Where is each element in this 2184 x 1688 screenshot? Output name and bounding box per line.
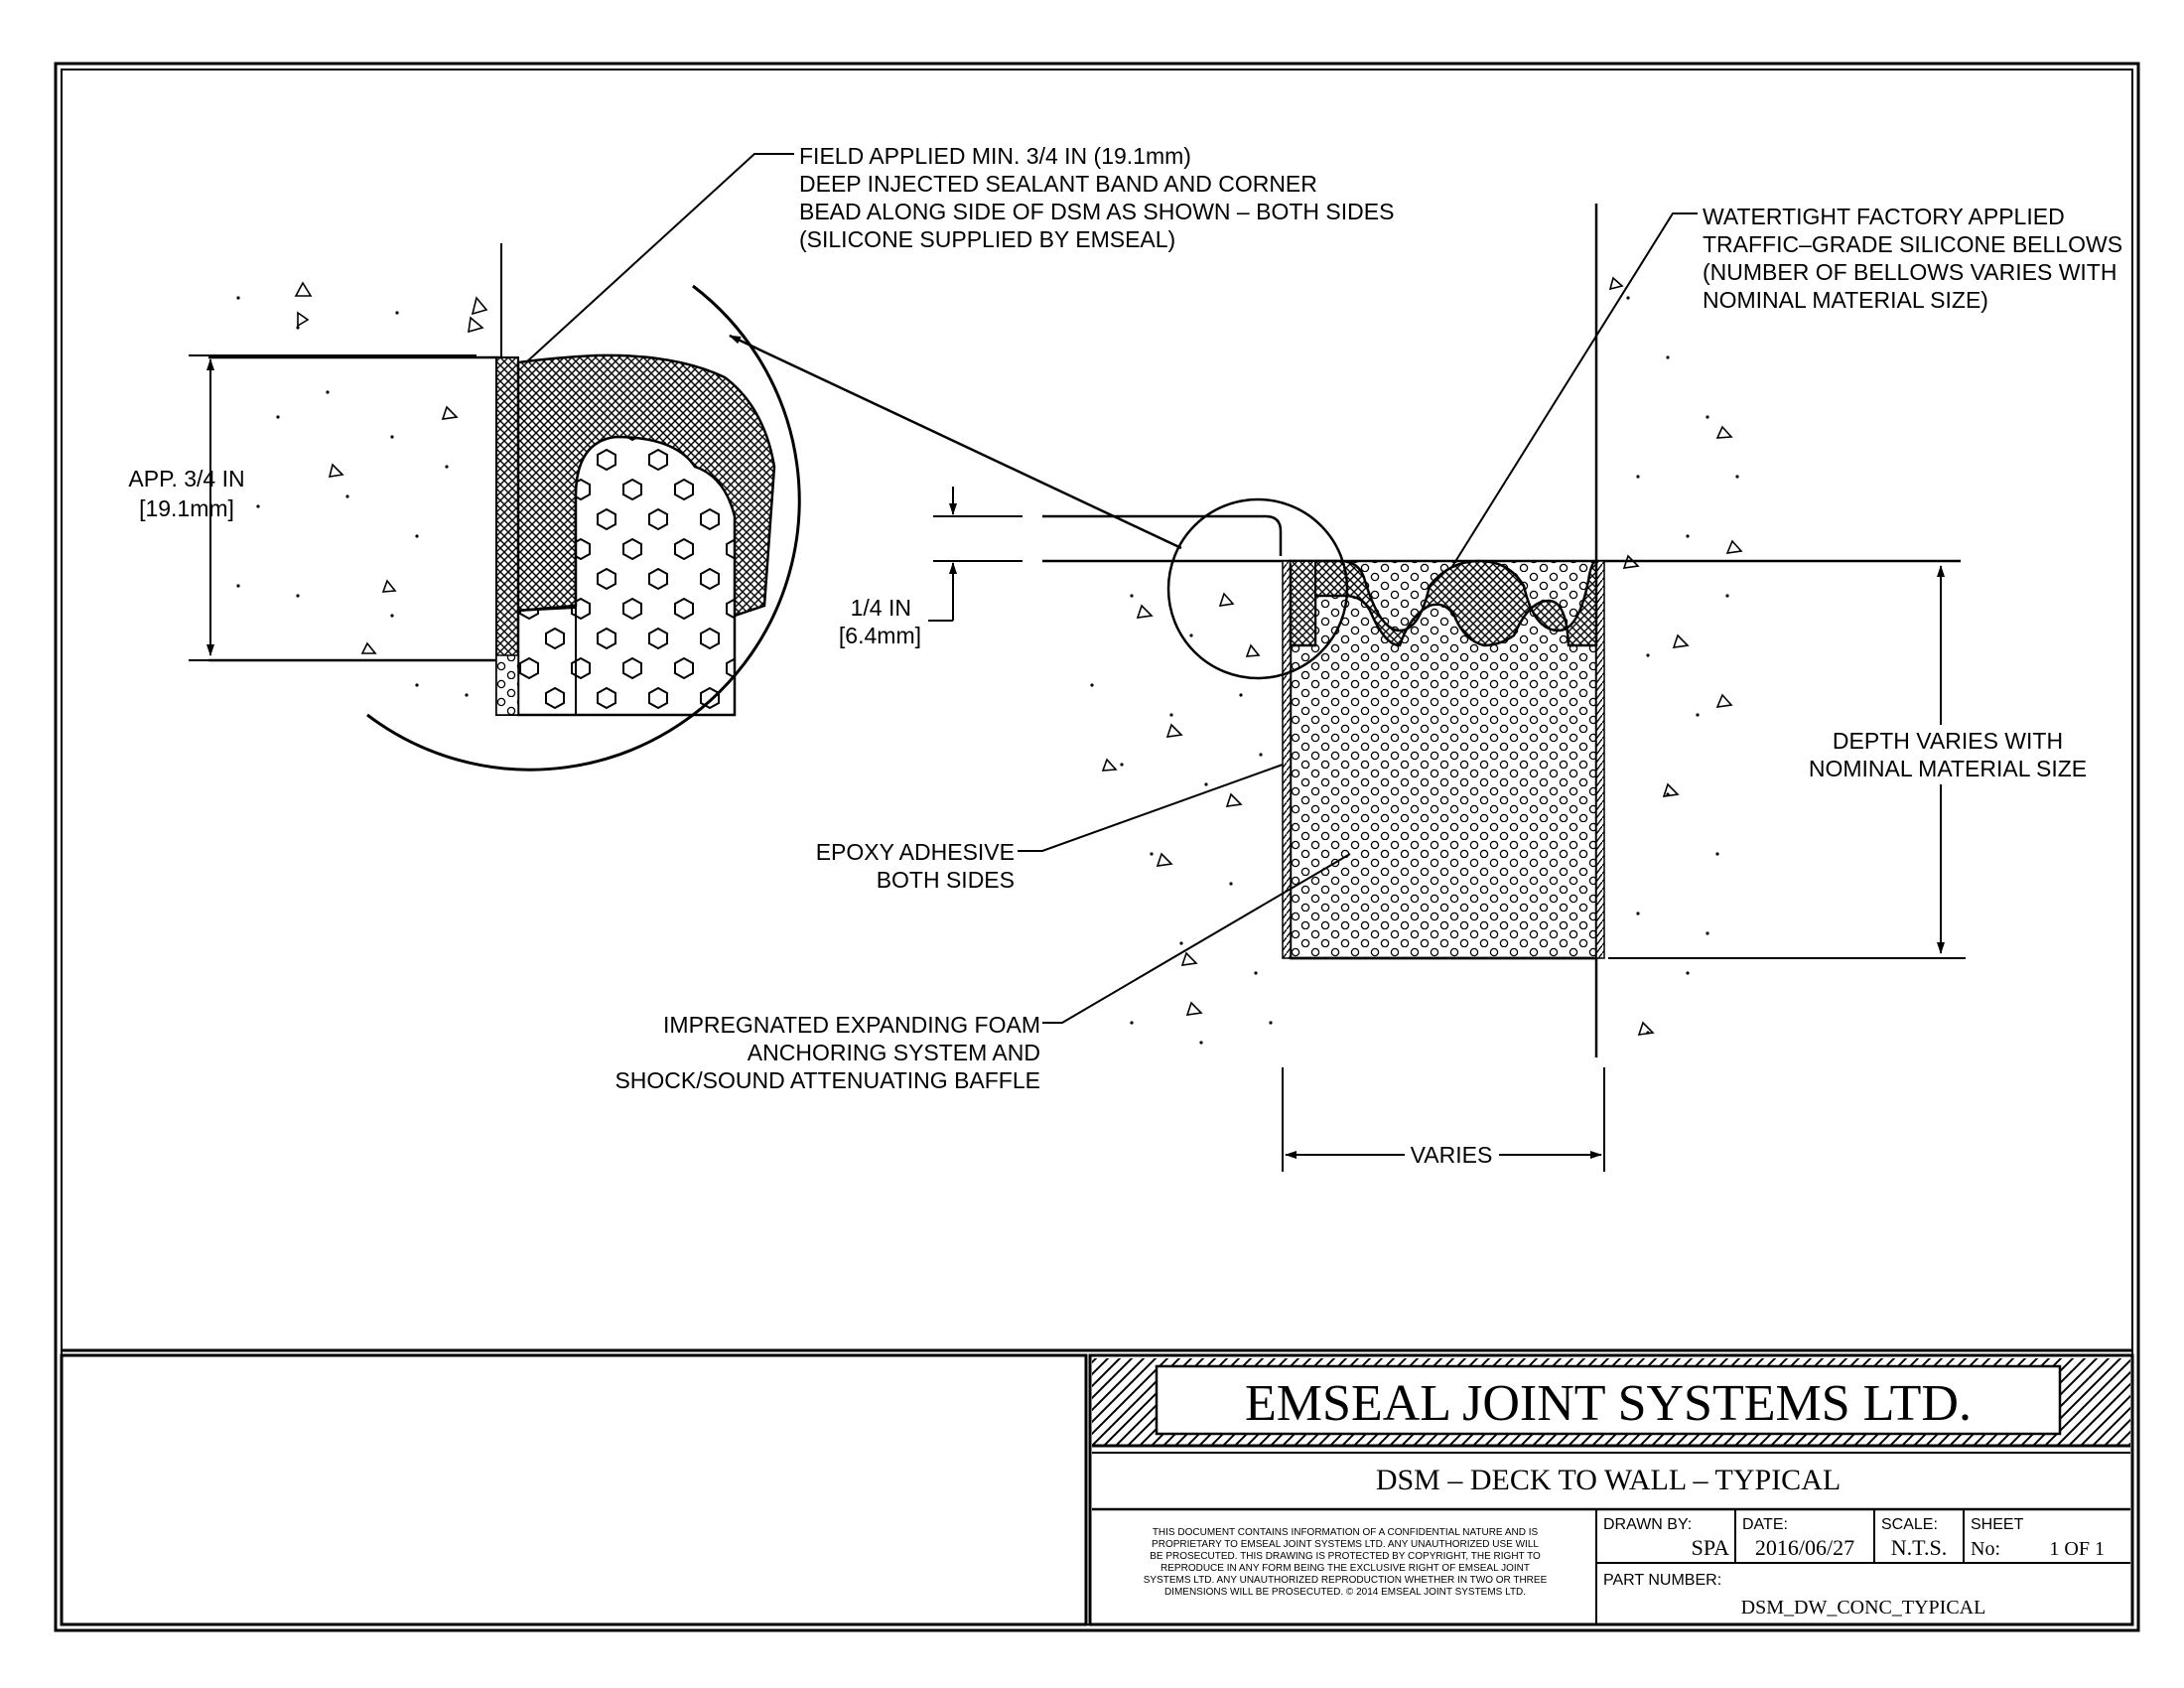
- callout-epoxy: EPOXY ADHESIVE BOTH SIDES: [816, 764, 1284, 893]
- sheet-label: SHEET: [1971, 1516, 2024, 1533]
- detail-depth-label-1: APP. 3/4 IN: [128, 466, 244, 492]
- recess-label-1: 1/4 IN: [851, 595, 911, 621]
- sealant-band-line-4: (SILICONE SUPPLIED BY EMSEAL): [799, 226, 1175, 252]
- svg-text:BE PROSECUTED. THIS DRAWING IS: BE PROSECUTED. THIS DRAWING IS PROTECTED…: [1150, 1551, 1541, 1562]
- svg-text:REPRODUCE IN ANY FORM BEING TH: REPRODUCE IN ANY FORM BEING THE EXCLUSIV…: [1160, 1563, 1530, 1574]
- deck-stipple: [1090, 594, 1273, 1045]
- confidentiality-notice: THIS DOCUMENT CONTAINS INFORMATION OF A …: [1144, 1527, 1548, 1598]
- deck-aggregate: [1101, 592, 1261, 1016]
- detail-depth-label-2: [19.1mm]: [139, 495, 234, 521]
- part-number-value: DSM_DW_CONC_TYPICAL: [1741, 1597, 1986, 1618]
- scale-value: N.T.S.: [1891, 1535, 1947, 1560]
- sheet-no-value: 1 OF 1: [2049, 1538, 2105, 1560]
- notes-box: [60, 1353, 1088, 1626]
- bellows-line-2: TRAFFIC–GRADE SILICONE BELLOWS: [1703, 231, 2122, 257]
- callout-sealant-band: FIELD APPLIED MIN. 3/4 IN (19.1mm) DEEP …: [525, 143, 1394, 363]
- title-block: EMSEAL JOINT SYSTEMS LTD. DSM – DECK TO …: [60, 1353, 2134, 1626]
- svg-text:PROPRIETARY TO EMSEAL JOINT SY: PROPRIETARY TO EMSEAL JOINT SYSTEMS LTD.…: [1152, 1539, 1539, 1550]
- detail-callout-circle: [1166, 497, 1349, 680]
- detail-aggregate: [294, 281, 488, 654]
- scale-label: SCALE:: [1881, 1516, 1938, 1533]
- dimension-width: VARIES: [1282, 1067, 1605, 1172]
- deck-slab: [1042, 514, 1283, 556]
- callout-foam: IMPREGNATED EXPANDING FOAM ANCHORING SYS…: [614, 853, 1351, 1093]
- detail-leader: [729, 334, 1182, 550]
- silicone-bellows: [1289, 559, 1598, 647]
- svg-text:THIS DOCUMENT CONTAINS INFORMA: THIS DOCUMENT CONTAINS INFORMATION OF A …: [1153, 1527, 1539, 1538]
- sealant-band-line-3: BEAD ALONG SIDE OF DSM AS SHOWN – BOTH S…: [799, 199, 1394, 224]
- sealant-band-line-1: FIELD APPLIED MIN. 3/4 IN (19.1mm): [799, 143, 1191, 169]
- detail-foam-core: [516, 435, 737, 717]
- wall-aggregate: [1608, 276, 1743, 1036]
- epoxy-right: [1595, 560, 1605, 959]
- svg-text:SYSTEMS LTD. ANY UNAUTHORIZED: SYSTEMS LTD. ANY UNAUTHORIZED REPRODUCTI…: [1144, 1575, 1548, 1586]
- depth-label-1: DEPTH VARIES WITH: [1833, 728, 2063, 754]
- drawn-by-label: DRAWN BY:: [1603, 1516, 1692, 1533]
- epoxy-line-1: EPOXY ADHESIVE: [816, 839, 1015, 865]
- outer-border: [54, 62, 2140, 1632]
- info-box: [1088, 1353, 2134, 1626]
- part-number-label: PART NUMBER:: [1603, 1572, 1721, 1589]
- recess-label-2: [6.4mm]: [839, 623, 921, 648]
- foam-line-1: IMPREGNATED EXPANDING FOAM: [663, 1012, 1040, 1038]
- date-label: DATE:: [1742, 1516, 1788, 1533]
- foam-line-3: SHOCK/SOUND ATTENUATING BAFFLE: [614, 1067, 1040, 1093]
- detail-circle-outline: [366, 284, 801, 772]
- detail-concrete-stipple: [236, 296, 469, 697]
- dimension-recess: 1/4 IN [6.4mm]: [839, 487, 1023, 648]
- dimension-depth: DEPTH VARIES WITH NOMINAL MATERIAL SIZE: [1608, 565, 2087, 959]
- dimension-detail-depth: APP. 3/4 IN [19.1mm]: [128, 354, 477, 661]
- foam-line-2: ANCHORING SYSTEM AND: [748, 1040, 1040, 1065]
- bellows-line-1: WATERTIGHT FACTORY APPLIED: [1703, 204, 2065, 229]
- company-name: EMSEAL JOINT SYSTEMS LTD.: [1245, 1375, 1972, 1432]
- bellows-line-4: NOMINAL MATERIAL SIZE): [1703, 287, 1988, 313]
- epoxy-left: [1282, 560, 1292, 959]
- bellows-line-3: (NUMBER OF BELLOWS VARIES WITH: [1703, 259, 2116, 285]
- detail-upper-slab: [208, 238, 526, 352]
- sheet-no-label: No:: [1971, 1538, 2000, 1560]
- date-value: 2016/06/27: [1755, 1535, 1854, 1560]
- enlarged-detail: [208, 238, 801, 772]
- epoxy-line-2: BOTH SIDES: [877, 867, 1015, 893]
- drawn-by-value: SPA: [1692, 1535, 1729, 1560]
- drawing-title: DSM – DECK TO WALL – TYPICAL: [1376, 1464, 1841, 1496]
- width-label: VARIES: [1411, 1142, 1493, 1168]
- main-section: [1042, 204, 1961, 1057]
- svg-text:DIMENSIONS WILL BE PROSECUTED.: DIMENSIONS WILL BE PROSECUTED. © 2014 EM…: [1164, 1587, 1526, 1598]
- sealant-band-line-2: DEEP INJECTED SEALANT BAND AND CORNER: [799, 171, 1317, 197]
- wall-stipple: [1626, 296, 1739, 1035]
- company-banner: [1155, 1364, 2062, 1436]
- depth-label-2: NOMINAL MATERIAL SIZE: [1809, 756, 2087, 781]
- callout-bellows: WATERTIGHT FACTORY APPLIED TRAFFIC–GRADE…: [1450, 204, 2122, 569]
